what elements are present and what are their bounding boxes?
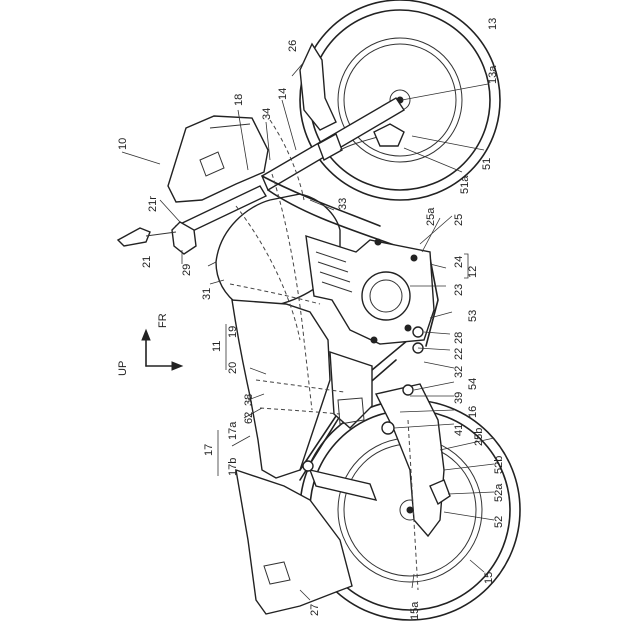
label-32: 32	[453, 366, 465, 378]
seat	[232, 300, 330, 478]
label-17b: 17b	[227, 458, 239, 476]
label-17: 17	[203, 444, 215, 456]
front-wheel	[300, 0, 500, 200]
label-12: 12	[467, 266, 479, 278]
label-21r: 21r	[147, 196, 159, 212]
label-39: 39	[453, 392, 465, 404]
label-54: 54	[467, 378, 479, 390]
label-25: 25	[453, 214, 465, 226]
front-brake-caliper	[374, 124, 404, 146]
label-11: 11	[211, 341, 223, 352]
direction-indicator	[142, 330, 182, 370]
label-20: 20	[227, 362, 239, 374]
under-seat-component	[330, 352, 372, 428]
label-52a: 52a	[493, 483, 505, 502]
front-fender	[300, 44, 336, 130]
pivot-bolt	[382, 422, 394, 434]
label-14: 14	[277, 88, 289, 100]
label-52: 52	[493, 516, 505, 528]
label-26: 26	[287, 40, 299, 52]
direction-fr-label: FR	[157, 313, 169, 328]
label-21: 21	[141, 256, 153, 268]
label-17a: 17a	[227, 421, 239, 440]
label-13a: 13a	[487, 65, 499, 84]
label-38: 38	[243, 394, 255, 406]
label-28: 28	[453, 332, 465, 344]
label-10: 10	[117, 138, 129, 150]
label-52b: 52b	[493, 456, 505, 474]
label-25a: 25a	[425, 207, 437, 226]
label-16: 16	[467, 406, 479, 418]
label-51: 51	[481, 158, 493, 170]
label-25b: 25b	[473, 428, 485, 446]
rear-shock	[310, 470, 376, 500]
label-51a: 51a	[459, 175, 471, 194]
label-13: 13	[487, 18, 499, 30]
label-18: 18	[233, 94, 245, 106]
label-53: 53	[467, 310, 479, 322]
label-29: 29	[181, 264, 193, 276]
label-34: 34	[261, 108, 273, 120]
label-22: 22	[453, 348, 465, 360]
label-24: 24	[453, 256, 465, 268]
rear-body-cover	[236, 470, 352, 614]
label-19: 19	[227, 326, 239, 338]
label-41: 41	[453, 424, 465, 436]
label-15: 15	[483, 572, 495, 584]
label-23: 23	[453, 284, 465, 296]
label-15a: 15a	[409, 601, 421, 620]
label-27: 27	[309, 604, 321, 616]
direction-up-label: UP	[117, 361, 129, 376]
label-62: 62	[243, 412, 255, 424]
label-31: 31	[201, 288, 213, 300]
label-33: 33	[337, 198, 349, 210]
